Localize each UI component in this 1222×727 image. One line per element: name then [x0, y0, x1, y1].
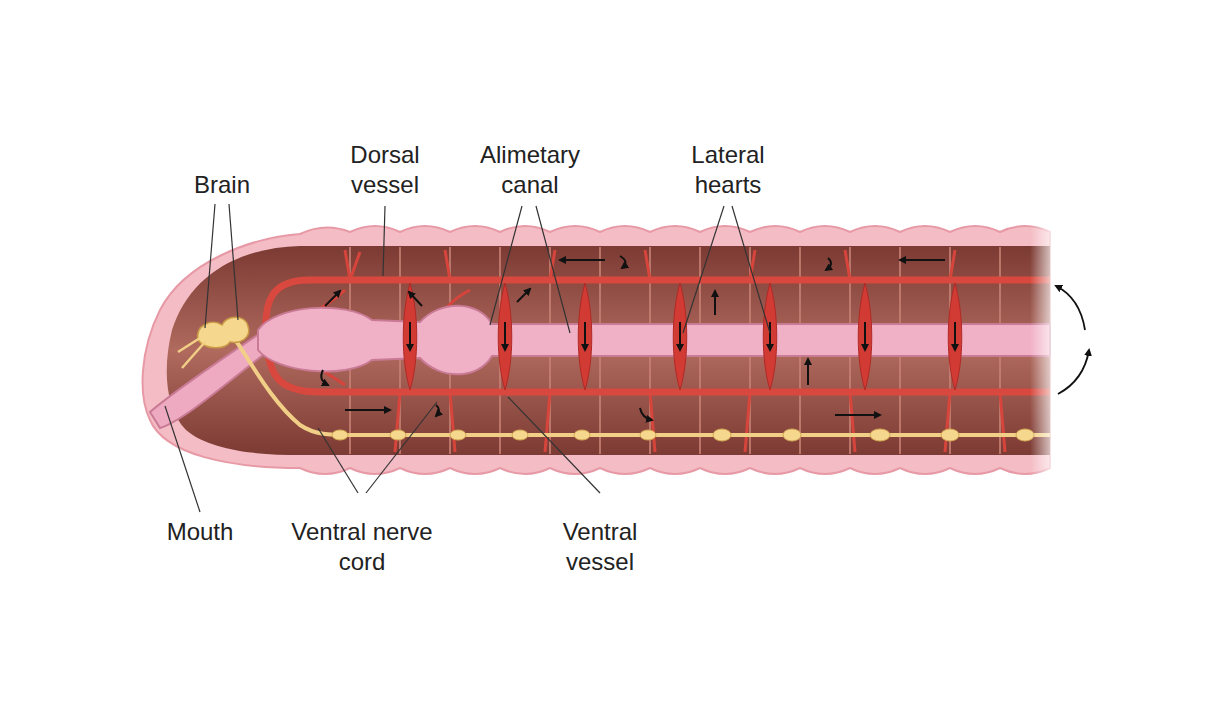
lateral-hearts: [403, 283, 962, 390]
ganglia: [332, 429, 1034, 441]
return-arrows: [1056, 286, 1089, 394]
flow-arrows: [321, 256, 955, 420]
nerve-cord: [232, 335, 1050, 435]
body-cavity: [167, 246, 1050, 455]
part-label: Ventral vessel: [545, 517, 655, 577]
body-wall: [143, 226, 1050, 474]
part-label: Dorsal vessel: [325, 140, 445, 200]
part-label: Brain: [167, 170, 277, 200]
part-label: Lateral hearts: [673, 140, 783, 200]
body-fade: [1030, 210, 1060, 490]
part-label: Ventral nerve cord: [287, 517, 437, 577]
part-label: Alimetary canal: [460, 140, 600, 200]
nerves: [178, 338, 205, 368]
leader-lines: [165, 204, 770, 512]
part-label: Mouth: [145, 517, 255, 547]
alimentary-canal: [258, 306, 1050, 375]
